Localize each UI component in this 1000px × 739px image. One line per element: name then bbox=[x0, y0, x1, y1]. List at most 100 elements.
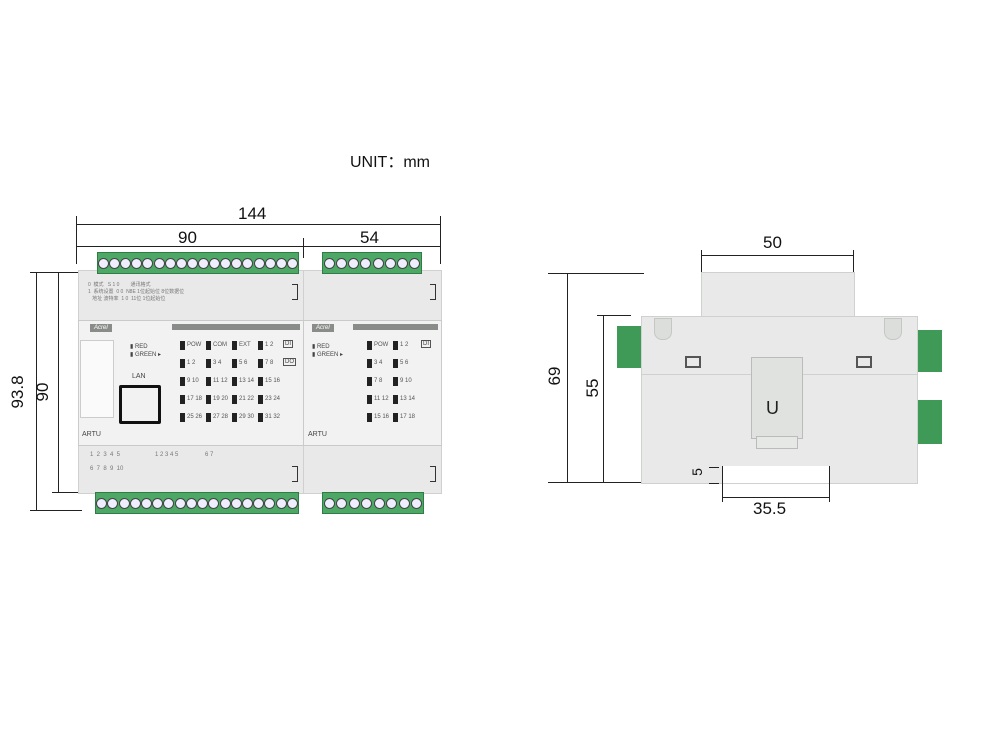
terminal-screw bbox=[242, 257, 254, 269]
indicator-led: 1 2 bbox=[180, 356, 206, 370]
dim-line-50 bbox=[701, 255, 853, 256]
terminal-screw bbox=[109, 257, 121, 269]
terminal-screw bbox=[398, 497, 410, 509]
led-label: 23 24 bbox=[265, 396, 281, 402]
indicator-led: 27 28 bbox=[206, 410, 232, 424]
status-led-red: ▮ RED bbox=[130, 344, 148, 350]
indicator-led: EXT bbox=[232, 338, 258, 352]
indicator-led: 15 16 bbox=[367, 410, 393, 424]
led-light bbox=[367, 358, 372, 368]
bottom-numbers-3: 1 2 3 4 5 bbox=[155, 452, 179, 458]
terminal-screw bbox=[372, 257, 384, 269]
led-light bbox=[258, 376, 263, 386]
terminal-screw bbox=[336, 497, 348, 509]
indicator-led: 11 12 bbox=[367, 392, 393, 406]
indicator-led: 11 12 bbox=[206, 374, 232, 388]
indicator-led: 1 2 bbox=[258, 338, 284, 352]
terminal-screw bbox=[164, 257, 176, 269]
led-light bbox=[180, 412, 185, 422]
led-label: 7 8 bbox=[374, 378, 383, 384]
led-label: 13 14 bbox=[239, 378, 255, 384]
side-hook-right bbox=[884, 318, 902, 340]
indicator-led: 5 6 bbox=[232, 356, 258, 370]
led-light bbox=[393, 376, 398, 386]
bottom-numbers-2: 6 7 8 9 10 bbox=[90, 466, 124, 472]
ext-69-top bbox=[548, 273, 644, 274]
ext-face-panel bbox=[303, 320, 442, 446]
ext-status-led-red: ▮ RED bbox=[312, 344, 330, 350]
lan-port[interactable] bbox=[119, 385, 161, 424]
terminal-screw bbox=[98, 257, 110, 269]
ext-line-bottom-90 bbox=[52, 492, 82, 493]
led-light bbox=[206, 340, 211, 350]
indicator-led: 5 6 bbox=[393, 356, 419, 370]
indicator-led: 13 14 bbox=[393, 392, 419, 406]
terminal-screw bbox=[409, 257, 421, 269]
indicator-led: 23 24 bbox=[258, 392, 284, 406]
terminal-screw bbox=[118, 497, 130, 509]
dim-side-total-height: 69 bbox=[545, 366, 564, 386]
terminal-screw bbox=[186, 257, 198, 269]
ext-top-terminal bbox=[322, 252, 422, 274]
dim-top-width: 50 bbox=[763, 233, 782, 252]
led-light bbox=[393, 358, 398, 368]
ext-55-top bbox=[597, 315, 631, 316]
ext-model-label: ARTU bbox=[308, 431, 327, 438]
led-label: 9 10 bbox=[187, 378, 199, 384]
ext-brand: Acrel bbox=[312, 324, 334, 332]
indicator-led: 3 4 bbox=[206, 356, 232, 370]
lan-label: LAN bbox=[132, 373, 146, 380]
indicator-led: 17 18 bbox=[180, 392, 206, 406]
led-label: 1 2 bbox=[400, 342, 409, 348]
led-label: 31 32 bbox=[265, 414, 281, 420]
led-light bbox=[232, 340, 237, 350]
terminal-screw bbox=[286, 497, 298, 509]
indicator-led: 7 8 bbox=[367, 374, 393, 388]
main-brand: Acrel bbox=[90, 324, 112, 332]
led-light bbox=[180, 394, 185, 404]
ext-latch-top bbox=[430, 284, 436, 300]
terminal-screw bbox=[185, 497, 197, 509]
indicator-led: 9 10 bbox=[393, 374, 419, 388]
led-label: COM bbox=[213, 342, 227, 348]
terminal-screw bbox=[208, 497, 220, 509]
indicator-led: 3 4 bbox=[367, 356, 393, 370]
indicator-led: 13 14 bbox=[232, 374, 258, 388]
side-top-step bbox=[701, 272, 855, 319]
side-slot-left bbox=[685, 356, 701, 368]
terminal-screw bbox=[152, 497, 164, 509]
dim-line-55 bbox=[603, 315, 604, 482]
dim-body-height: 90 bbox=[33, 382, 52, 402]
side-terminal-left bbox=[617, 326, 641, 368]
terminal-screw bbox=[131, 257, 143, 269]
terminal-screw bbox=[107, 497, 119, 509]
indicator-led: 7 8 bbox=[258, 356, 284, 370]
ext-35-right bbox=[829, 466, 830, 502]
terminal-screw bbox=[323, 257, 335, 269]
led-label: 27 28 bbox=[213, 414, 229, 420]
led-light bbox=[206, 358, 211, 368]
terminal-screw bbox=[323, 497, 335, 509]
terminal-screw bbox=[348, 257, 360, 269]
dim-line-93-8 bbox=[36, 272, 37, 510]
dim-line-144 bbox=[76, 224, 440, 225]
bottom-numbers-4: 6 7 bbox=[205, 452, 214, 458]
led-label: 5 6 bbox=[239, 360, 248, 366]
terminal-screw bbox=[219, 497, 231, 509]
led-light bbox=[206, 412, 211, 422]
indicator-led: 21 22 bbox=[232, 392, 258, 406]
terminal-screw bbox=[174, 497, 186, 509]
terminal-screw bbox=[253, 257, 265, 269]
led-light bbox=[258, 412, 263, 422]
din-clip[interactable] bbox=[751, 357, 803, 439]
indicator-led: 19 20 bbox=[206, 392, 232, 406]
led-label: 19 20 bbox=[213, 396, 229, 402]
terminal-screw bbox=[231, 257, 243, 269]
clip-mark: U bbox=[766, 398, 779, 418]
dim-line-90 bbox=[58, 272, 59, 492]
indicator-led: 1 2 bbox=[393, 338, 419, 352]
side-hook-left bbox=[654, 318, 672, 340]
terminal-screw bbox=[360, 257, 372, 269]
dim-total-width: 144 bbox=[238, 204, 267, 223]
terminal-screw bbox=[140, 497, 152, 509]
